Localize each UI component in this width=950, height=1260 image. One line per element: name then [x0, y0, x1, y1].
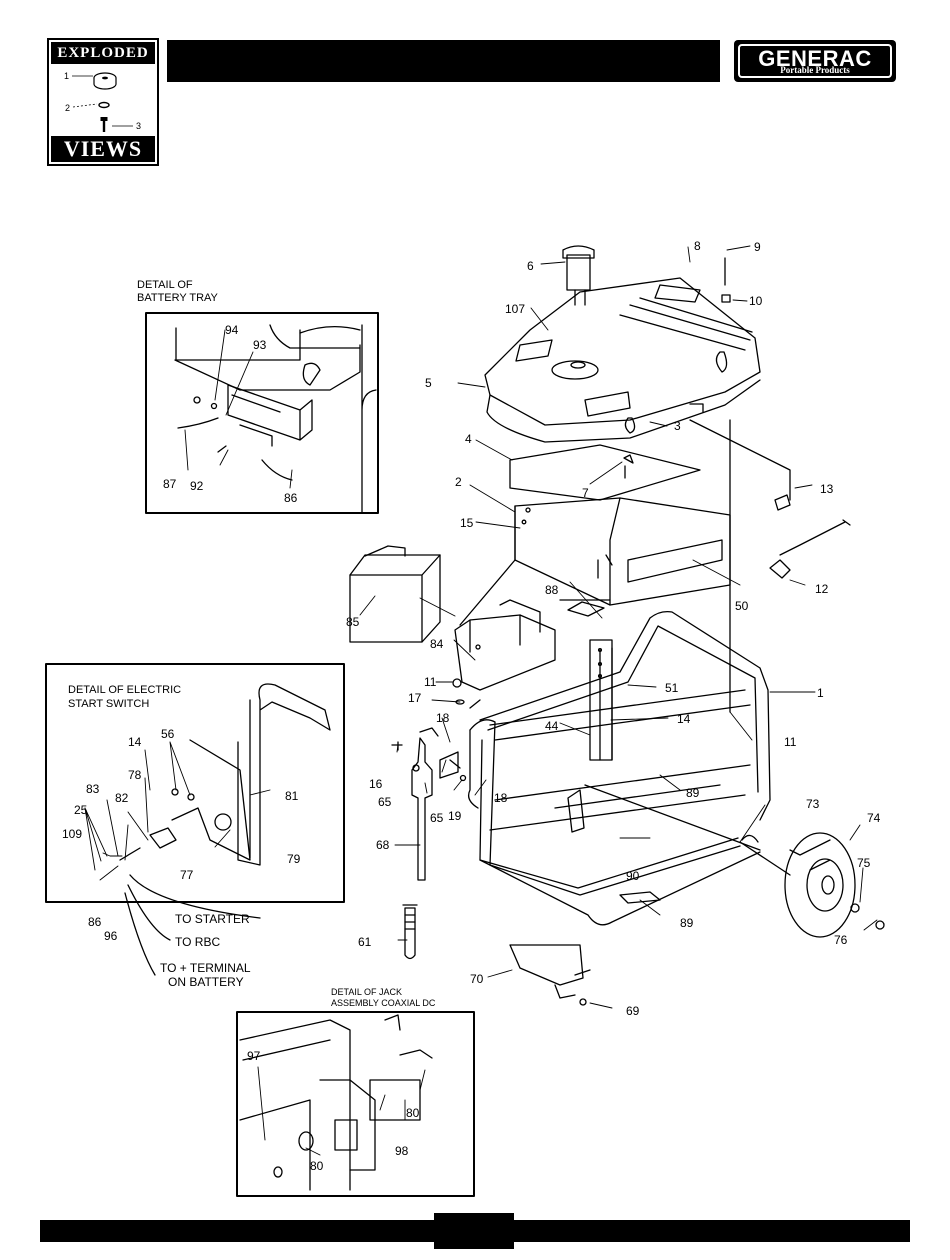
callout-84: 84	[430, 637, 444, 651]
callout-90: 90	[626, 869, 640, 883]
callout-3: 3	[674, 419, 681, 433]
callout-11b: 11	[784, 735, 797, 749]
callout-82: 82	[115, 791, 129, 805]
callout-7: 7	[582, 486, 589, 500]
callout-80a: 80	[406, 1106, 420, 1120]
callout-16: 16	[369, 777, 383, 791]
callout-86a: 86	[284, 491, 298, 505]
callouts: 1 2 3 4 5 6 7 8 9 10 11 11 12 13 14 14 1…	[62, 239, 881, 1173]
callout-93: 93	[253, 338, 267, 352]
callout-25: 25	[74, 803, 88, 817]
badge-illustration: 1 2 3	[64, 71, 141, 132]
fuel-tank-assembly	[484, 245, 761, 501]
callout-50: 50	[735, 599, 749, 613]
callout-83: 83	[86, 782, 100, 796]
callout-14a: 14	[128, 735, 142, 749]
callout-14b: 14	[677, 712, 691, 726]
callout-13: 13	[820, 482, 834, 496]
callout-5: 5	[425, 376, 432, 390]
callout-10: 10	[749, 294, 763, 308]
callout-4: 4	[465, 432, 472, 446]
wire-label-starter: TO STARTER	[175, 912, 250, 926]
callout-18a: 18	[436, 711, 450, 725]
handle-parts	[391, 699, 481, 960]
electric-start-detail: DETAIL OF ELECTRIC START SWITCH	[45, 663, 345, 976]
callout-88: 88	[545, 583, 559, 597]
wheel-assembly	[509, 832, 885, 1006]
callout-65b: 65	[430, 811, 444, 825]
callout-1: 1	[817, 686, 824, 700]
wire-label-rbc: TO RBC	[175, 935, 220, 949]
jack-title-line2: ASSEMBLY COAXIAL DC	[331, 998, 436, 1008]
callout-92: 92	[190, 479, 204, 493]
callout-74: 74	[867, 811, 881, 825]
callout-9: 9	[754, 240, 761, 254]
callout-81: 81	[285, 789, 299, 803]
callout-56: 56	[161, 727, 175, 741]
footer-page-tab	[434, 1213, 514, 1249]
callout-17: 17	[408, 691, 422, 705]
callout-6: 6	[527, 259, 534, 273]
callout-51: 51	[665, 681, 679, 695]
fuel-valve	[689, 419, 851, 713]
electric-start-title-line1: DETAIL OF ELECTRIC	[68, 684, 181, 696]
callout-80b: 80	[310, 1159, 324, 1173]
callout-89a: 89	[686, 786, 700, 800]
callout-89b: 89	[680, 916, 694, 930]
callout-11a: 11	[424, 675, 437, 689]
wire-labels: TO STARTER TO RBC TO + TERMINAL ON BATTE…	[160, 912, 251, 989]
logo-tagline: Portable Products	[780, 65, 850, 75]
callout-87: 87	[163, 477, 177, 491]
generac-logo: GENERAC Portable Products	[734, 40, 896, 82]
jack-title-line1: DETAIL OF JACK	[331, 987, 402, 997]
frame	[467, 610, 771, 926]
electric-start-title-line2: START SWITCH	[68, 698, 149, 710]
battery-tray-title-line2: BATTERY TRAY	[137, 292, 219, 304]
header-title-bar	[167, 40, 720, 82]
callout-8: 8	[694, 239, 701, 253]
callout-19: 19	[448, 809, 462, 823]
callout-96: 96	[104, 929, 118, 943]
callout-97: 97	[247, 1049, 261, 1063]
callout-86b: 86	[88, 915, 102, 929]
wire-label-battery-line1: TO + TERMINAL	[160, 961, 251, 975]
badge-callout-2: 2	[65, 103, 70, 113]
battery-tray-detail: DETAIL OF BATTERY TRAY	[137, 279, 379, 514]
battery-tray-title-line1: DETAIL OF	[137, 279, 193, 291]
badge-title-top: EXPLODED	[51, 42, 155, 64]
callout-68: 68	[376, 838, 390, 852]
callout-69: 69	[626, 1004, 640, 1018]
wire-label-battery-line2: ON BATTERY	[168, 975, 244, 989]
callout-75: 75	[857, 856, 871, 870]
badge-callout-1: 1	[64, 71, 69, 81]
callout-61: 61	[358, 935, 372, 949]
callout-94: 94	[225, 323, 239, 337]
callout-12: 12	[815, 582, 829, 596]
callout-107: 107	[505, 302, 525, 316]
callout-76: 76	[834, 933, 848, 947]
badge-callout-3: 3	[136, 121, 141, 131]
callout-79: 79	[287, 852, 301, 866]
callout-2: 2	[455, 475, 462, 489]
callout-73: 73	[806, 797, 820, 811]
battery-and-bracket	[349, 545, 605, 691]
badge-title-bottom: VIEWS	[51, 136, 155, 162]
callout-109: 109	[62, 827, 82, 841]
logo-brand-text: GENERAC	[758, 46, 872, 71]
callout-15: 15	[460, 516, 474, 530]
callout-98: 98	[395, 1144, 409, 1158]
callout-70: 70	[470, 972, 484, 986]
callout-78: 78	[128, 768, 142, 782]
jack-detail: DETAIL OF JACK ASSEMBLY COAXIAL DC	[236, 987, 475, 1197]
callout-18b: 18	[494, 791, 508, 805]
callout-44: 44	[545, 719, 559, 733]
callout-77: 77	[180, 868, 194, 882]
exploded-views-badge: EXPLODED 1 2 3 VIEWS	[47, 38, 159, 166]
callout-85: 85	[346, 615, 360, 629]
callout-65a: 65	[378, 795, 392, 809]
leader-lines	[84, 245, 878, 1156]
